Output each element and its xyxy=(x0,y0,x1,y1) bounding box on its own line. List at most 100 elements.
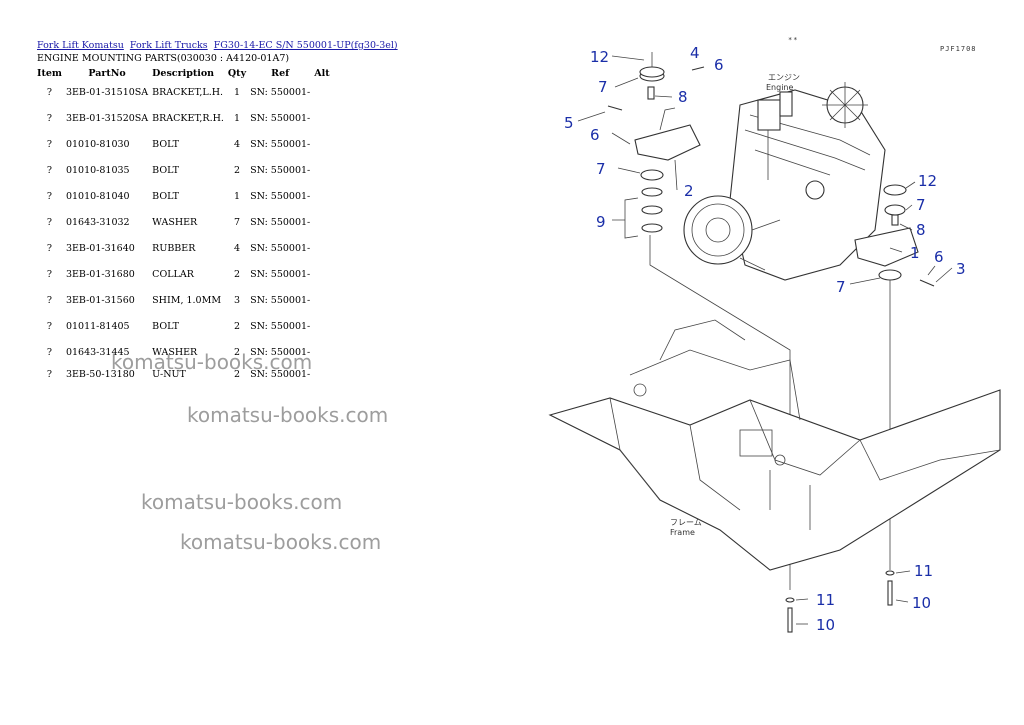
frame-label-jp: フレーム xyxy=(670,518,702,527)
cell-ref: SN: 550001- xyxy=(250,86,311,98)
cell-partno: 01011-81405 xyxy=(65,320,130,332)
cell-qty: 1 xyxy=(233,86,241,98)
callout-9: 9 xyxy=(596,213,606,231)
watermark: komatsu-books.com xyxy=(187,403,389,427)
cell-ref: SN: 550001- xyxy=(250,368,311,380)
engine-drawing: エンジン Engine xyxy=(683,73,886,281)
cell-partno: 3EB-01-31560 xyxy=(65,294,135,306)
cell-alt xyxy=(314,313,338,339)
table-row: ? 01010-81030 BOLT 4 SN: 550001- xyxy=(37,131,338,157)
cell-description: RUBBER xyxy=(152,242,196,254)
cell-item: ? xyxy=(46,242,53,254)
header-item: Item xyxy=(37,67,62,79)
cell-item: ? xyxy=(46,190,53,202)
cell-description: WASHER xyxy=(152,216,198,228)
cell-description: BRACKET,R.H. xyxy=(152,112,224,124)
right-mount-parts xyxy=(854,184,935,570)
exploded-parts-diagram: ** PJF1708 エンジン Engine xyxy=(540,30,1010,650)
diagram-svg: ** PJF1708 エンジン Engine xyxy=(548,36,1001,634)
callout-12: 12 xyxy=(918,172,937,190)
callout-11: 11 xyxy=(816,591,835,609)
cell-partno: 3EB-01-31520SA xyxy=(65,112,149,124)
cell-qty: 7 xyxy=(233,216,241,228)
cell-ref: SN: 550001- xyxy=(250,320,311,332)
engine-label: Engine xyxy=(766,83,793,92)
cell-description: BOLT xyxy=(152,320,179,332)
cell-partno: 3EB-01-31640 xyxy=(65,242,135,254)
callout-6: 6 xyxy=(934,248,944,266)
header-description: Description xyxy=(152,67,215,79)
cell-qty: 2 xyxy=(233,268,241,280)
diagram-code: PJF1708 xyxy=(940,45,977,53)
callout-8: 8 xyxy=(916,221,926,239)
table-row: ? 3EB-01-31520SA BRACKET,R.H. 1 SN: 5500… xyxy=(37,105,338,131)
cell-qty: 3 xyxy=(233,294,241,306)
callout-5: 5 xyxy=(564,114,574,132)
callout-1: 1 xyxy=(910,244,920,262)
cell-alt xyxy=(314,105,338,131)
cell-partno: 3EB-50-13180 xyxy=(65,368,135,380)
cell-partno: 01010-81030 xyxy=(65,138,130,150)
callout-2: 2 xyxy=(684,182,694,200)
callout-3: 3 xyxy=(956,260,966,278)
watermark: komatsu-books.com xyxy=(111,350,313,374)
cell-description: U-NUT xyxy=(152,368,186,380)
cell-alt xyxy=(314,287,338,313)
left-mount-parts xyxy=(607,52,791,590)
table-row: ? 01010-81040 BOLT 1 SN: 550001- xyxy=(37,183,338,209)
cell-qty: 1 xyxy=(233,112,241,124)
callout-7: 7 xyxy=(598,78,608,96)
cell-item: ? xyxy=(46,86,53,98)
callout-4: 4 xyxy=(690,44,700,62)
bottom-bolts xyxy=(785,570,895,633)
cell-alt xyxy=(314,131,338,157)
breadcrumb-link-brand[interactable]: Fork Lift Komatsu xyxy=(37,40,124,51)
table-row: ? 01643-31032 WASHER 7 SN: 550001- xyxy=(37,209,338,235)
breadcrumb: Fork Lift Komatsu Fork Lift Trucks FG30-… xyxy=(37,40,401,51)
parts-table: Item PartNo Description Qty Ref Alt ? 3E… xyxy=(37,67,338,383)
callout-7: 7 xyxy=(916,196,926,214)
cell-ref: SN: 550001- xyxy=(250,346,311,358)
cell-item: ? xyxy=(46,112,53,124)
callout-7: 7 xyxy=(836,278,846,296)
cell-qty: 4 xyxy=(233,138,241,150)
cell-description: BOLT xyxy=(152,138,179,150)
cell-item: ? xyxy=(46,368,53,380)
watermark: komatsu-books.com xyxy=(180,530,382,554)
cell-qty: 1 xyxy=(233,190,241,202)
cell-ref: SN: 550001- xyxy=(250,112,311,124)
header-alt: Alt xyxy=(314,67,330,79)
frame-drawing: フレーム Frame xyxy=(548,319,1001,571)
cell-alt xyxy=(314,261,338,287)
frame-label: Frame xyxy=(670,528,695,537)
cell-qty: 4 xyxy=(233,242,241,254)
cell-description: BRACKET,L.H. xyxy=(152,86,224,98)
callout-7: 7 xyxy=(596,160,606,178)
cell-alt xyxy=(314,365,338,383)
cell-item: ? xyxy=(46,164,53,176)
header-partno: PartNo xyxy=(88,67,126,79)
cell-item: ? xyxy=(46,216,53,228)
engine-label-jp: エンジン xyxy=(768,73,800,82)
callout-numbers: 12 4 6 7 8 5 6 7 2 9 12 7 8 1 6 3 7 11 1… xyxy=(564,44,966,634)
table-row: ? 01011-81405 BOLT 2 SN: 550001- xyxy=(37,313,338,339)
cell-item: ? xyxy=(46,138,53,150)
breadcrumb-link-model[interactable]: FG30-14-EC S/N 550001-UP(fg30-3el) xyxy=(213,40,398,51)
cell-alt xyxy=(314,183,338,209)
table-header-row: Item PartNo Description Qty Ref Alt xyxy=(37,67,338,79)
callout-10: 10 xyxy=(912,594,931,612)
cell-partno: 3EB-01-31680 xyxy=(65,268,135,280)
breadcrumb-link-category[interactable]: Fork Lift Trucks xyxy=(129,40,208,51)
callout-12: 12 xyxy=(590,48,609,66)
cell-qty: 2 xyxy=(233,164,241,176)
cell-alt xyxy=(314,79,338,105)
cell-partno: 01643-31445 xyxy=(65,346,130,358)
table-row: ? 3EB-01-31680 COLLAR 2 SN: 550001- xyxy=(37,261,338,287)
cell-ref: SN: 550001- xyxy=(250,216,311,228)
table-row: ? 01010-81035 BOLT 2 SN: 550001- xyxy=(37,157,338,183)
table-row: ? 3EB-01-31640 RUBBER 4 SN: 550001- xyxy=(37,235,338,261)
watermark: komatsu-books.com xyxy=(141,490,343,514)
cell-alt xyxy=(314,235,338,261)
cell-alt xyxy=(314,209,338,235)
callout-leaders xyxy=(577,55,953,625)
